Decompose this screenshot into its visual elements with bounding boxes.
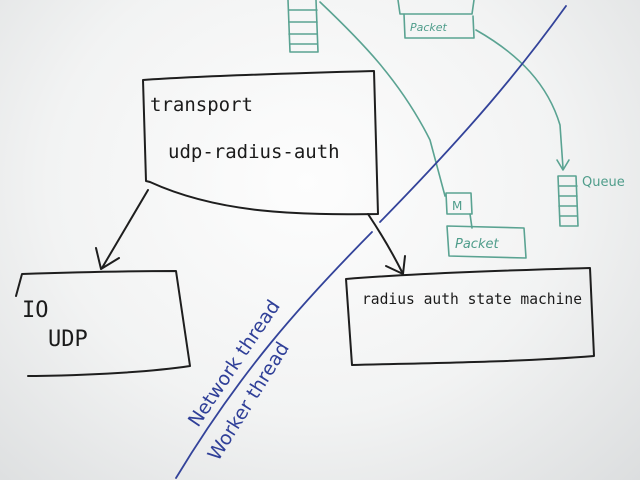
packet-bottom-connector — [469, 213, 473, 229]
stack-to-message-curve — [319, 1, 446, 197]
packet-to-queue-arrow — [475, 29, 564, 169]
packet-bottom-box — [446, 225, 527, 259]
arrowhead-state-machine — [385, 255, 406, 275]
queue-label: Queue — [582, 175, 625, 190]
queue-stack-top-left — [287, 0, 319, 53]
transport-title: transport — [150, 94, 253, 116]
transport-box — [142, 70, 379, 216]
io-box — [15, 270, 191, 377]
io-label: IO — [22, 298, 49, 323]
packet-top-label: Packet — [410, 21, 448, 34]
transport-subtitle: udp-radius-auth — [168, 141, 340, 163]
arrowhead-io — [95, 247, 120, 270]
green-queue-drawings — [287, 0, 579, 259]
message-box — [445, 192, 473, 215]
packet-bottom-label: Packet — [455, 237, 499, 252]
thread-divider-lower — [175, 231, 373, 479]
arrow-transport-to-io — [101, 189, 149, 269]
packet-top-group — [397, 0, 475, 39]
green-labels: Packet Queue M Packet — [410, 21, 625, 252]
state-machine-box — [345, 267, 595, 366]
queue-stack-right — [557, 175, 579, 227]
message-label: M — [452, 199, 462, 213]
udp-label: UDP — [48, 327, 88, 352]
queue-arrowhead — [556, 159, 570, 171]
arrow-transport-to-state-machine — [367, 213, 403, 273]
state-machine-label: radius auth state machine — [362, 290, 582, 308]
thread-divider-upper — [379, 5, 567, 223]
